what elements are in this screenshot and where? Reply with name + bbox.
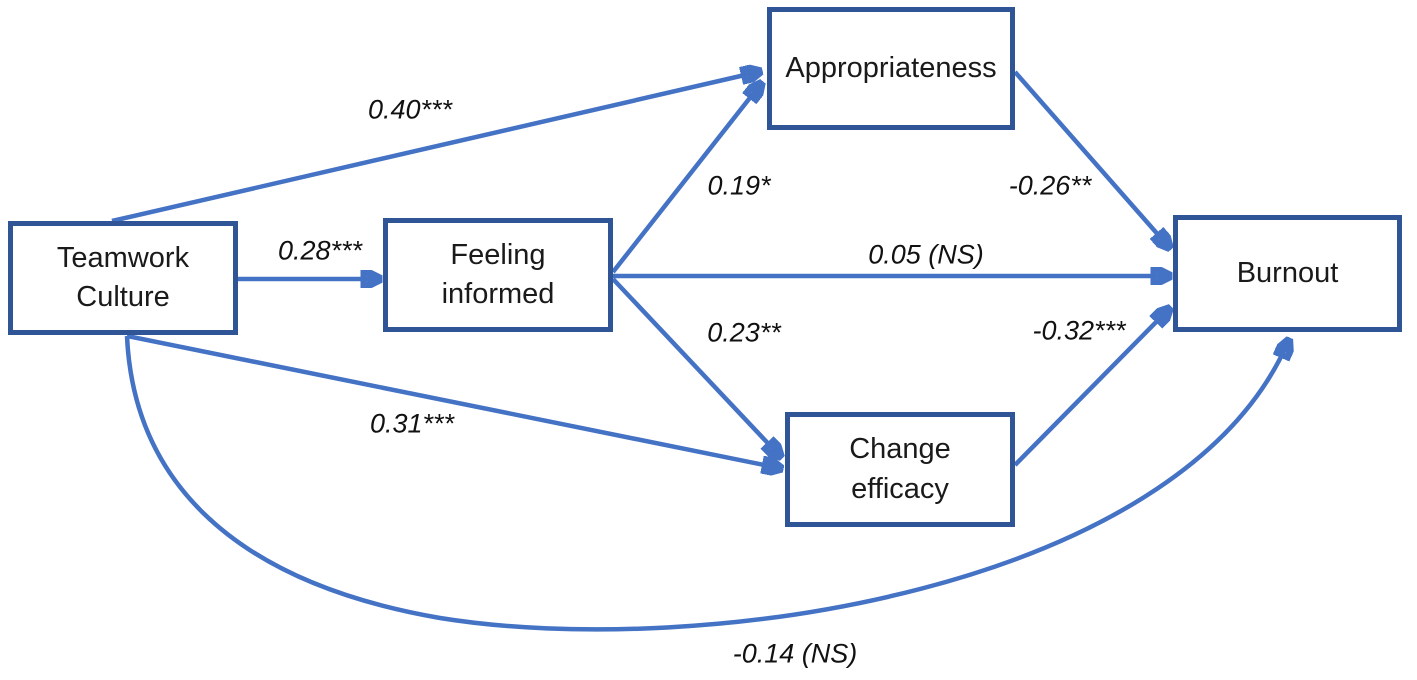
edge-label-fi-burnout: 0.05 (NS) xyxy=(868,239,984,270)
edge-label-fi-change-efficacy: 0.23** xyxy=(707,317,781,348)
node-change-efficacy: Change efficacy xyxy=(785,412,1015,527)
node-appropriateness: Appropriateness xyxy=(767,7,1015,130)
edge-label-fi-appropriateness: 0.19* xyxy=(707,170,771,201)
arrow-appropriateness-burnout xyxy=(1013,70,1168,246)
arrow-tc-burnout-curve xyxy=(124,336,1288,632)
edge-label-tc-burnout: -0.14 (NS) xyxy=(732,638,858,669)
edge-label-appropriateness-burnout: -0.26** xyxy=(1008,170,1092,201)
arrow-fi-change-efficacy xyxy=(611,277,779,455)
edge-label-tc-change-efficacy: 0.31*** xyxy=(369,408,455,439)
node-burnout: Burnout xyxy=(1173,215,1402,332)
arrow-tc-change-efficacy xyxy=(126,333,779,468)
edge-label-tc-appropriateness: 0.40*** xyxy=(367,94,453,125)
arrow-tc-appropriateness xyxy=(111,72,758,224)
arrow-fi-appropriateness xyxy=(611,85,760,274)
edge-label-tc-feeling-informed: 0.28*** xyxy=(277,235,363,266)
node-teamwork-culture: Teamwork Culture xyxy=(8,221,238,335)
edge-label-change-efficacy-burnout: -0.32*** xyxy=(1032,315,1126,346)
node-feeling-informed: Feeling informed xyxy=(383,218,613,332)
arrow-change-efficacy-burnout xyxy=(1013,310,1168,467)
